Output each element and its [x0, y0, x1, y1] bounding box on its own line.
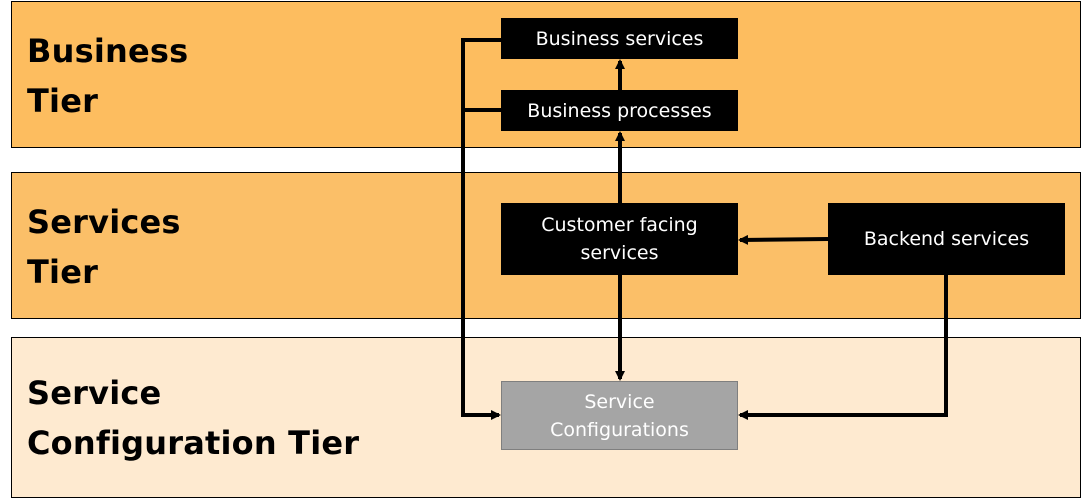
customer-facing-services-box[interactable]: Customer facing services [501, 203, 738, 275]
customer-facing-label-line2: services [580, 242, 659, 264]
config-tier-label-line2: Configuration Tier [27, 424, 360, 462]
backend-services-box[interactable]: Backend services [828, 203, 1065, 275]
customer-facing-label-line1: Customer facing [541, 214, 698, 236]
business-tier-label-line1: Business [27, 32, 189, 70]
arrow-backend-to-customer [738, 234, 829, 245]
services-tier-label-line1: Services [27, 203, 181, 241]
services-tier-label: Services Tier [27, 197, 181, 297]
backend-services-label: Backend services [863, 228, 1030, 250]
business-services-label: Business services [535, 27, 704, 50]
arrow-business-to-config [461, 38, 501, 420]
service-configurations-box[interactable]: Service Configurations [501, 381, 738, 450]
config-tier-label: Service Configuration Tier [27, 368, 359, 468]
business-processes-box[interactable]: Business processes [501, 90, 738, 131]
services-tier-label-line2: Tier [27, 253, 99, 291]
business-services-box[interactable]: Business services [501, 18, 738, 59]
business-tier-label: Business Tier [27, 26, 188, 126]
arrow-backend-to-config [738, 275, 948, 420]
config-tier-label-line1: Service [27, 374, 162, 412]
business-processes-label: Business processes [527, 99, 712, 122]
service-config-label-line2: Configurations [550, 418, 689, 441]
config-tier: Service Configuration Tier [11, 337, 1081, 498]
business-tier-label-line2: Tier [27, 82, 99, 120]
service-config-label-line1: Service [584, 390, 655, 413]
